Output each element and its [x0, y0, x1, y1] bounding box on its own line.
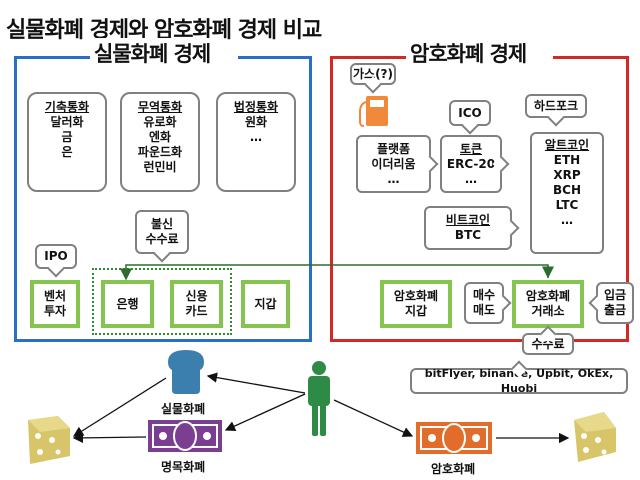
cheese-icon-left	[28, 416, 70, 464]
physical-panel-top-border-right	[238, 56, 309, 59]
box-item: …	[250, 130, 262, 144]
exchanges-list-label: bitFlyer, binance, Upbit, OkEx, Huobi	[424, 367, 614, 395]
crypto-wallet-box: 암호화폐 지갑	[380, 280, 452, 328]
wallet-label: 지갑	[404, 304, 428, 318]
crypto-bill-icon	[416, 422, 492, 454]
deposit-withdraw-bubble: 입금 출금	[596, 282, 634, 324]
exchanges-list-bubble: bitFlyer, binance, Upbit, OkEx, Huobi	[410, 367, 628, 395]
platform-box: 플랫폼 이더리움 …	[356, 135, 431, 193]
bitcoin-box: 비트코인 BTC	[424, 206, 512, 250]
fiat-bill-icon	[148, 420, 222, 452]
token-header: 토큰	[459, 141, 483, 156]
box-item: 파운드화	[137, 145, 183, 159]
ico-bubble: ICO	[449, 100, 491, 126]
hardfork-label: 하드포크	[533, 98, 579, 113]
bank-box: 은행	[101, 280, 154, 328]
ipo-label: IPO	[44, 249, 68, 263]
reserve-currency-box: 기축통화 달러화 금 은	[27, 92, 107, 192]
person-icon	[308, 361, 330, 436]
person-to-bread-arrow	[206, 372, 306, 394]
wallet-label: 지갑	[254, 296, 277, 311]
crypto-label: 암호화폐	[393, 289, 439, 303]
venture-label: 벤처	[43, 289, 67, 303]
box-item: LTC	[555, 198, 579, 212]
box-item: BCH	[553, 183, 581, 197]
bread-icon	[168, 350, 204, 394]
box-item: 원화	[244, 115, 268, 129]
credit-card-box: 신용 카드	[170, 280, 223, 328]
legal-tender-box: 법정통화 원화 …	[216, 92, 296, 192]
distrust-label: 불신	[150, 217, 174, 231]
buy-label: 매수	[472, 288, 496, 302]
box-item: 유로화	[143, 115, 177, 129]
crypto-panel-top-border-right	[553, 56, 626, 59]
investment-label: 투자	[43, 304, 67, 318]
exchange-label: 거래소	[531, 304, 565, 318]
fee-label: 수수료	[531, 336, 565, 351]
crypto-label: 암호화폐	[525, 289, 571, 303]
trade-currency-header: 무역통화	[137, 100, 183, 114]
legal-tender-header: 법정통화	[233, 100, 279, 114]
physical-economy-title: 실물화폐 경제	[90, 38, 215, 68]
altcoin-box: 알트코인 ETH XRP BCH LTC …	[530, 132, 604, 254]
box-item: 달러화	[50, 115, 84, 129]
crypto-economy-title: 암호화폐 경제	[406, 38, 531, 68]
gas-bubble: 가스(?)	[350, 63, 396, 85]
bread-to-cheese-arrow	[72, 377, 167, 437]
hardfork-bubble: 하드포크	[525, 94, 587, 118]
crypto-economy-panel	[330, 56, 629, 342]
trade-currency-box: 무역통화 유로화 엔화 파운드화 런민비	[120, 92, 200, 192]
box-item: 런민비	[143, 160, 177, 174]
fee-bubble: 수수료	[522, 333, 574, 355]
person-to-fiat-arrow	[224, 393, 306, 431]
buy-sell-bubble: 매수 매도	[464, 282, 504, 324]
gas-label: 가스(?)	[352, 66, 393, 81]
box-item: 은	[61, 145, 73, 159]
reserve-currency-header: 기축통화	[44, 100, 90, 114]
crypto-exchange-box: 암호화폐 거래소	[512, 280, 584, 328]
box-item: 이더리움	[371, 156, 416, 171]
altcoin-header: 알트코인	[544, 138, 590, 152]
bank-label: 은행	[116, 296, 139, 311]
platform-header: 플랫폼	[376, 141, 411, 156]
distrust-fee-bubble: 불신 수수료	[135, 210, 189, 254]
ico-label: ICO	[458, 105, 482, 120]
crypto-money-label: 암호화폐	[431, 462, 476, 476]
physical-panel-top-border-left	[14, 56, 90, 59]
fiat-money-label: 명목화폐	[161, 460, 206, 474]
fiat-to-cheese-arrow	[72, 432, 147, 444]
cheese-icon-right	[574, 412, 616, 462]
box-item: ERC-20	[446, 156, 496, 171]
deposit-label: 입금	[603, 288, 627, 302]
commodity-money-label: 실물화폐	[161, 402, 206, 416]
wallet-box: 지갑	[241, 280, 290, 328]
person-to-crypto-arrow	[333, 399, 414, 437]
box-item: ETH	[553, 153, 581, 167]
token-box: 토큰 ERC-20 …	[440, 135, 502, 193]
physical-economy-panel	[14, 56, 312, 342]
box-item: BTC	[454, 228, 482, 242]
ipo-bubble: IPO	[35, 244, 77, 269]
box-item: 엔화	[148, 130, 172, 144]
sell-label: 매도	[472, 303, 496, 317]
credit-label: 신용	[185, 289, 208, 303]
box-item: XRP	[553, 168, 581, 182]
venture-investment-box: 벤처 투자	[30, 280, 80, 328]
box-item: …	[387, 171, 400, 186]
box-item: 금	[61, 130, 73, 144]
withdraw-label: 출금	[603, 303, 627, 317]
fee-label: 수수료	[145, 232, 179, 246]
card-label: 카드	[185, 304, 208, 318]
crypto-panel-top-border-left	[330, 56, 406, 59]
box-item: …	[561, 213, 573, 227]
bitcoin-header: 비트코인	[445, 213, 491, 227]
box-item: …	[465, 171, 477, 186]
